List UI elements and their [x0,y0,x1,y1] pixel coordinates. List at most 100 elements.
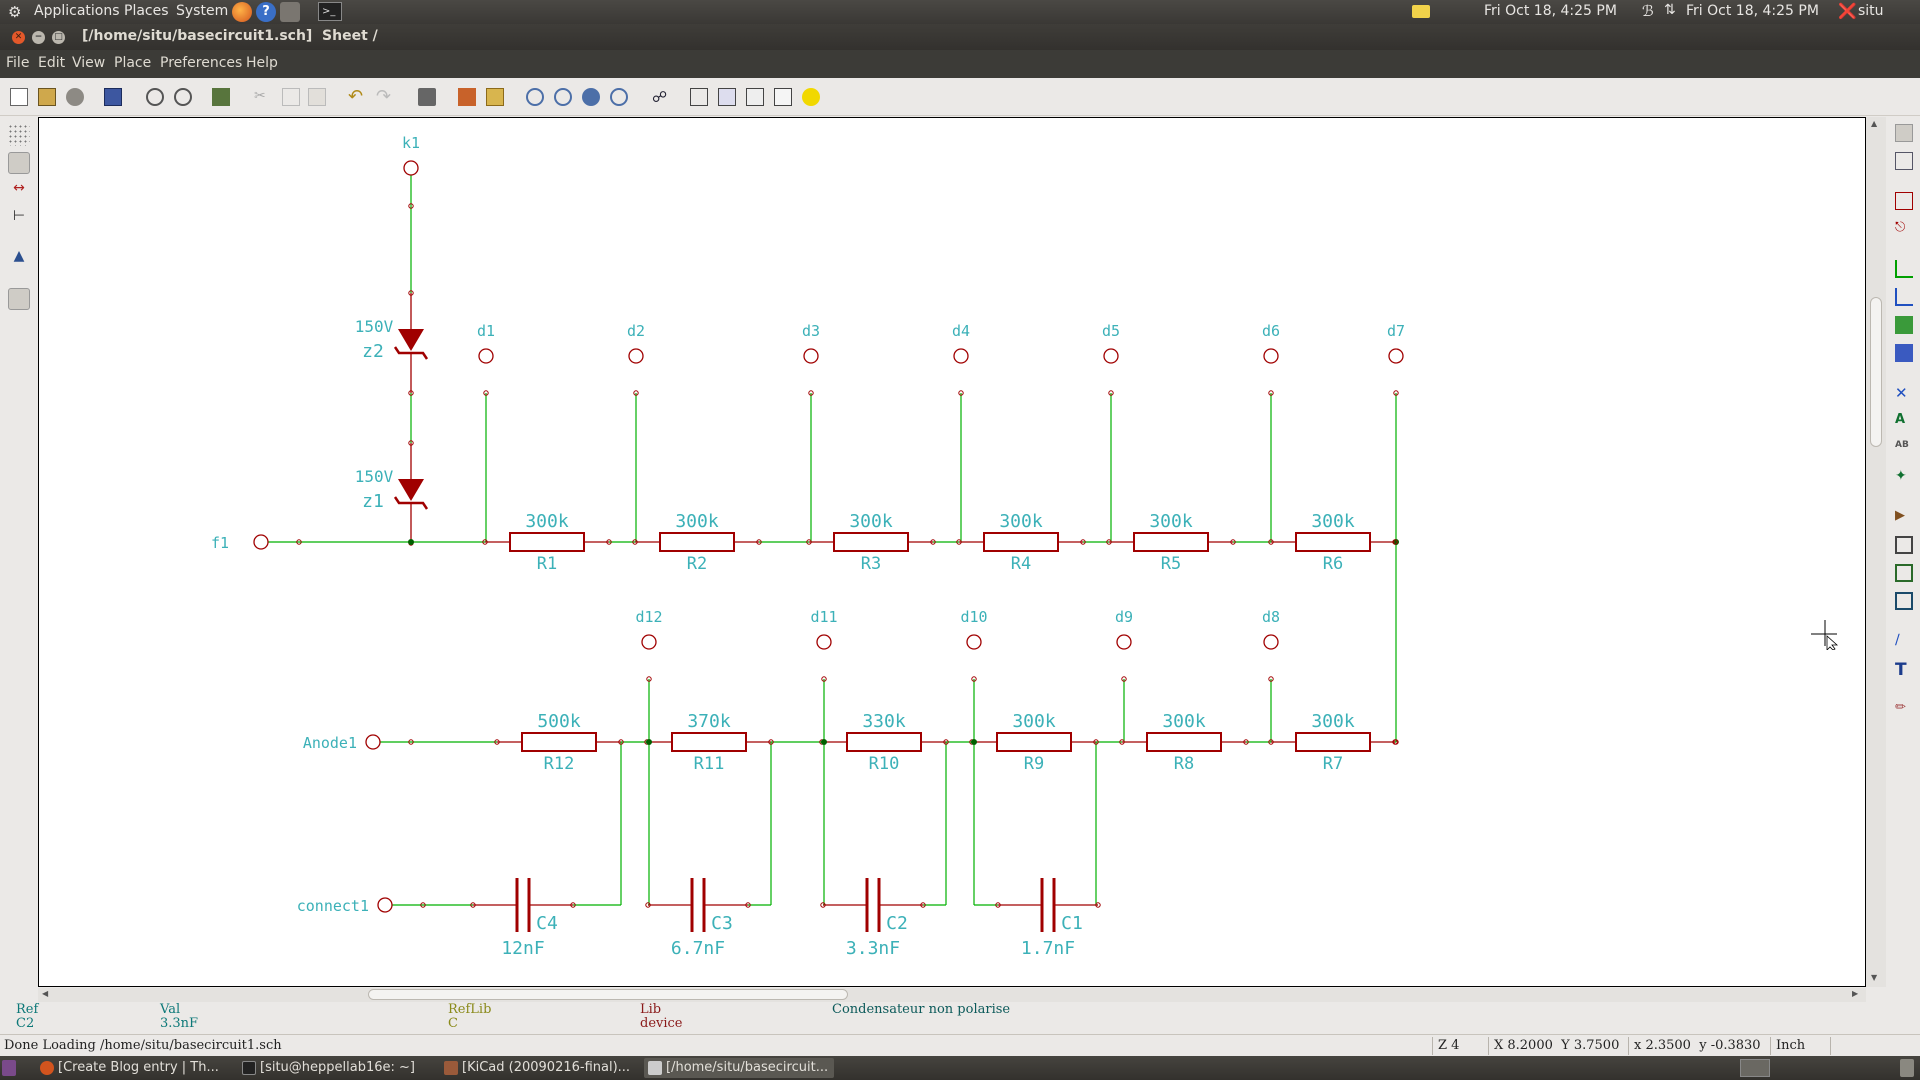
cut-icon[interactable]: ✂ [254,88,266,104]
zoom-in-icon[interactable] [526,88,544,106]
tools-icon[interactable] [280,2,300,22]
menu-place[interactable]: Place [114,55,152,71]
open-icon[interactable] [38,88,56,106]
hierarchy-icon[interactable] [212,88,230,106]
capacitor-value[interactable]: 3.3nF [846,938,900,959]
capacitor-value[interactable]: 12nF [501,938,544,959]
minimize-window-icon[interactable]: − [32,31,45,44]
copy-icon[interactable] [282,88,300,106]
capacitor-ref[interactable]: C1 [1061,913,1083,934]
place-global-label-icon[interactable]: AB [1895,440,1909,450]
zoom-out-icon[interactable] [554,88,572,106]
connector-d7[interactable] [1388,348,1404,364]
connector-label[interactable]: Anode1 [303,734,357,752]
units-mm-icon[interactable]: ↔ [13,180,25,196]
vertical-scrollbar[interactable]: ▲ ▼ [1866,117,1886,987]
resistor-R8[interactable] [1122,732,1246,752]
wire-angle-icon[interactable] [8,288,30,310]
library-editor-icon[interactable] [458,88,476,106]
place-component-icon[interactable] [1895,192,1913,210]
hidden-pins-icon[interactable]: ▲ [13,248,25,264]
junction[interactable] [821,739,827,745]
resistor-value[interactable]: 300k [999,511,1043,532]
menu-edit[interactable]: Edit [38,55,66,71]
place-power-icon[interactable]: ⎋ [1895,220,1906,235]
paste-icon[interactable] [308,88,326,106]
connector-d1[interactable] [478,348,494,364]
connector-label[interactable]: d2 [627,322,645,340]
cursor-shape-icon[interactable]: ⊢ [12,208,26,224]
connector-d8[interactable] [1263,634,1279,650]
connector-d11[interactable] [816,634,832,650]
clock[interactable]: Fri Oct 18, 4:25 PM [1484,3,1617,19]
save-project-icon[interactable] [66,88,84,106]
zoom-fit-icon[interactable] [610,88,628,106]
connector-d3[interactable] [803,348,819,364]
zener-ref[interactable]: z1 [362,491,384,512]
resistor-R6[interactable] [1271,532,1395,552]
resistor-ref[interactable]: R4 [1011,554,1031,574]
capacitor-ref[interactable]: C3 [711,913,733,934]
task-eeschema[interactable]: [/home/situ/basecircuit... [644,1058,834,1078]
place-text-icon[interactable]: T [1895,660,1907,680]
place-wire-icon[interactable] [1895,260,1913,278]
junction[interactable] [408,539,414,545]
connector-d6[interactable] [1263,348,1279,364]
connector-k1[interactable] [403,160,419,176]
connector-d4[interactable] [953,348,969,364]
netlist-icon[interactable] [690,88,708,106]
no-connect-icon[interactable]: ✕ [1895,384,1908,402]
horizontal-scroll-thumb[interactable] [368,989,848,1000]
bluetooth-icon[interactable]: ℬ [1642,2,1654,20]
capacitor-value[interactable]: 6.7nF [671,938,725,959]
place-junction-icon[interactable]: ✦ [1895,468,1907,484]
connector-label[interactable]: d7 [1387,322,1405,340]
connector-f1[interactable] [253,534,269,550]
mail-icon[interactable] [1412,5,1430,18]
connector-Anode1[interactable] [365,734,381,750]
print-icon[interactable] [418,88,436,106]
bus-entry-wire-icon[interactable] [1895,316,1913,334]
bus-entry-bus-icon[interactable] [1895,344,1913,362]
task-kicad[interactable]: [KiCad (20090216-final)... [440,1058,638,1078]
capacitor-C2[interactable] [823,878,923,932]
zener-value[interactable]: 150V [355,317,394,336]
vertical-scroll-thumb[interactable] [1870,297,1882,447]
resistor-ref[interactable]: R6 [1323,554,1343,574]
resistor-value[interactable]: 300k [1012,711,1056,732]
resistor-value[interactable]: 300k [1162,711,1206,732]
help-icon[interactable]: ? [256,2,276,22]
resistor-value[interactable]: 500k [537,711,581,732]
firefox-icon[interactable] [232,2,252,22]
connector-label[interactable]: d9 [1115,608,1133,626]
connector-label[interactable]: d1 [477,322,495,340]
menu-help[interactable]: Help [246,55,278,71]
erc-icon[interactable] [746,88,764,106]
connector-label[interactable]: d4 [952,322,970,340]
zener-ref[interactable]: z2 [362,341,384,362]
menu-file[interactable]: File [6,55,30,71]
page-settings-icon[interactable] [146,88,164,106]
resistor-value[interactable]: 300k [675,511,719,532]
zener-z2[interactable] [393,293,429,393]
annotate-icon[interactable] [718,88,736,106]
terminal-icon[interactable]: >_ [318,2,342,21]
resistor-R4[interactable] [959,532,1083,552]
resistor-ref[interactable]: R3 [861,554,881,574]
library-browser-icon[interactable] [486,88,504,106]
resistor-R1[interactable] [485,532,609,552]
connector-label[interactable]: d6 [1262,322,1280,340]
zener-z1[interactable] [393,443,429,543]
resistor-R10[interactable] [822,732,946,752]
resistor-ref[interactable]: R2 [687,554,707,574]
resistor-ref[interactable]: R7 [1323,754,1343,774]
connector-d10[interactable] [966,634,982,650]
resistor-value[interactable]: 330k [862,711,906,732]
task-firefox[interactable]: [Create Blog entry | Th... [36,1058,226,1078]
close-window-icon[interactable]: ✕ [12,31,25,44]
places-menu[interactable]: Places [124,3,169,19]
zoom-sheet-icon[interactable] [174,88,192,106]
place-net-label-icon[interactable]: A [1895,412,1906,427]
connector-label[interactable]: d11 [810,608,837,626]
